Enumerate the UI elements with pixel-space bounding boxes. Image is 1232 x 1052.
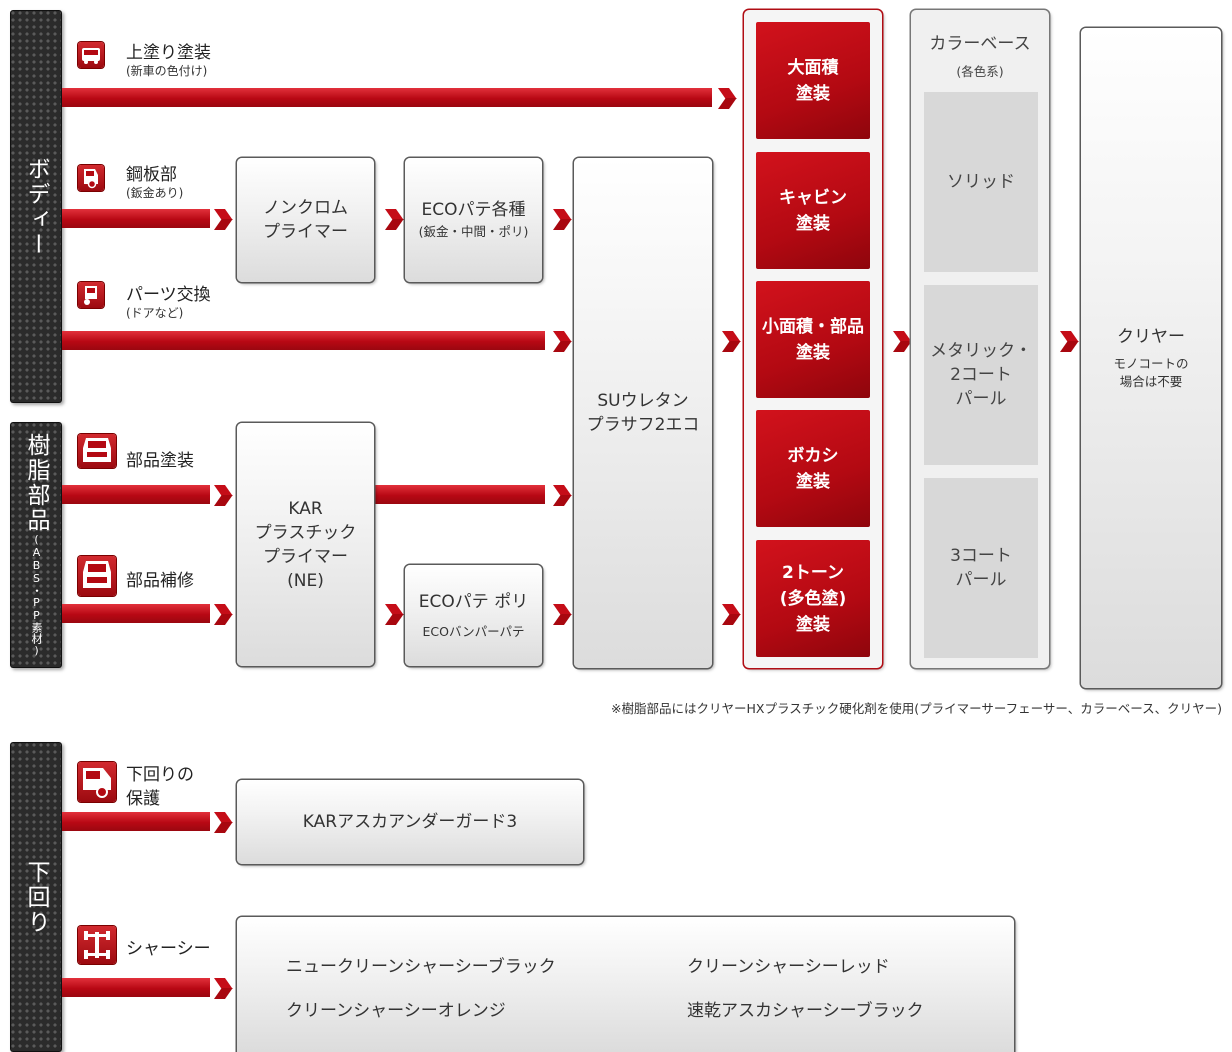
- box-kar-line4: (NE): [287, 570, 324, 591]
- arrow-steel: [62, 209, 210, 228]
- box-eco-putty-line2: (鈑金・中間・ポリ): [418, 224, 529, 239]
- route-under-protect-label-2: 保護: [126, 789, 160, 809]
- footnote: ※樹脂部品にはクリヤーHXプラスチック硬化剤を使用(プライマーサーフェーサー、カ…: [611, 701, 1222, 716]
- arrow-under-protect: [62, 812, 210, 831]
- box-nonchrome-line1: ノンクロム: [263, 198, 348, 218]
- category-under-label: 下回り: [23, 859, 49, 935]
- box-kar-line3: プライマー: [263, 546, 348, 567]
- color-base-solid: ソリッド: [924, 92, 1038, 272]
- arrow-head: [385, 209, 396, 229]
- chassis-product: 速乾アスカシャーシーブラック: [687, 1001, 924, 1021]
- route-parts-repair-label: 部品補修: [126, 571, 194, 591]
- arrow-head: [553, 485, 564, 505]
- arrow-head: [214, 604, 225, 624]
- arrow-head: [214, 209, 225, 229]
- truck-front-icon: [78, 165, 104, 191]
- chassis-icon: [78, 926, 116, 964]
- box-eco-poly: ECOパテ ポリ ECOバンパーパテ: [405, 565, 542, 666]
- arrow-parts-exchange: [62, 331, 545, 350]
- arrow-chassis: [62, 978, 210, 997]
- route-steel-sub: (鈑金あり): [126, 186, 184, 200]
- arrow-head: [893, 331, 904, 351]
- box-kar-primer: KAR プラスチック プライマー (NE): [237, 423, 374, 666]
- box-chassis-products: ニュークリーンシャーシーブラック クリーンシャーシーレッド クリーンシャーシーオ…: [237, 917, 1014, 1052]
- box-eco-putty: ECOパテ各種 (鈑金・中間・ポリ): [405, 158, 542, 282]
- category-body-label: ボディー: [23, 156, 49, 257]
- chassis-product: クリーンシャーシーレッド: [687, 957, 890, 977]
- truck-door-icon: [78, 282, 104, 308]
- category-resin-sub: (ABS・PP素材): [30, 533, 43, 657]
- arrow-head: [214, 485, 225, 505]
- arrow-parts-paint-2: [375, 485, 545, 504]
- paint-type-two-tone: 2トーン (多色塗) 塗装: [756, 540, 870, 657]
- route-under-protect-label-1: 下回りの: [126, 765, 194, 785]
- arrow-topcoat: [62, 88, 712, 107]
- paint-type-column: 大面積 塗装 キャビン 塗装 小面積・部品 塗装 ボカシ 塗装 2トーン (多色…: [744, 10, 882, 668]
- route-chassis-label: シャーシー: [126, 939, 211, 959]
- box-clear-note1: モノコートの: [1113, 356, 1189, 371]
- box-su-line2: プラサフ2エコ: [586, 415, 700, 435]
- box-kar-underguard-label: KARアスカアンダーガード3: [302, 812, 518, 832]
- arrow-head: [553, 331, 564, 351]
- box-eco-putty-line1: ECOパテ各種: [421, 200, 526, 220]
- paint-type-cabin: キャビン 塗装: [756, 152, 870, 269]
- arrow-head: [385, 604, 396, 624]
- category-resin-label: 樹脂部品: [23, 433, 49, 533]
- box-kar-underguard: KARアスカアンダーガード3: [237, 780, 583, 864]
- route-topcoat-sub: (新車の色付け): [126, 64, 208, 78]
- paint-type-blending: ボカシ 塗装: [756, 410, 870, 527]
- box-su-line1: SUウレタン: [597, 391, 689, 411]
- arrow-head: [553, 604, 564, 624]
- paint-type-small-area: 小面積・部品 塗装: [756, 281, 870, 398]
- box-nonchrome-line2: プライマー: [263, 222, 348, 242]
- route-topcoat-label: 上塗り塗装: [126, 43, 211, 63]
- box-eco-poly-line2: ECOバンパーパテ: [422, 623, 525, 639]
- color-base-metallic: メタリック・ 2コート パール: [924, 285, 1038, 465]
- arrow-head: [553, 209, 564, 229]
- chassis-product: ニュークリーンシャーシーブラック: [286, 957, 556, 977]
- route-parts-exchange-sub: (ドアなど): [126, 306, 184, 320]
- route-steel-label: 鋼板部: [126, 165, 177, 185]
- arrow-parts-repair: [62, 604, 210, 623]
- truck-grille-icon: [78, 556, 116, 596]
- box-clear-note2: 場合は不要: [1119, 374, 1183, 389]
- route-parts-paint-label: 部品塗装: [126, 451, 194, 471]
- box-nonchrome-primer: ノンクロム プライマー: [237, 158, 374, 282]
- chassis-product: クリーンシャーシーオレンジ: [286, 1001, 506, 1021]
- route-parts-exchange-label: パーツ交換: [126, 285, 211, 305]
- box-clear: クリヤー モノコートの 場合は不要: [1081, 28, 1221, 688]
- color-base-sub: (各色系): [956, 64, 1004, 79]
- paint-type-large-area: 大面積 塗装: [756, 22, 870, 139]
- box-kar-line1: KAR: [288, 498, 323, 519]
- box-kar-line2: プラスチック: [254, 522, 357, 543]
- truck-grille-icon: [78, 434, 116, 468]
- bus-icon: [78, 42, 104, 68]
- category-resin: 樹脂部品(ABS・PP素材): [10, 422, 62, 668]
- box-su-urethane: SUウレタン プラサフ2エコ: [574, 158, 712, 668]
- truck-side-icon: [78, 762, 116, 802]
- box-eco-poly-line1: ECOパテ ポリ: [418, 591, 529, 612]
- category-body: ボディー: [10, 10, 62, 403]
- arrow-head: [722, 604, 733, 624]
- arrow-head: [1060, 331, 1071, 351]
- arrow-head: [214, 978, 225, 998]
- color-base-3coat: 3コート パール: [924, 478, 1038, 658]
- color-base-column: カラーベース (各色系) ソリッド メタリック・ 2コート パール 3コート パ…: [911, 10, 1049, 668]
- color-base-title: カラーベース: [929, 34, 1031, 54]
- box-clear-title: クリヤー: [1117, 327, 1185, 347]
- arrow-head: [722, 331, 733, 351]
- arrow-parts-paint: [62, 485, 210, 504]
- arrow-head: [718, 88, 729, 108]
- arrow-head: [214, 812, 225, 832]
- category-under: 下回り: [10, 742, 62, 1052]
